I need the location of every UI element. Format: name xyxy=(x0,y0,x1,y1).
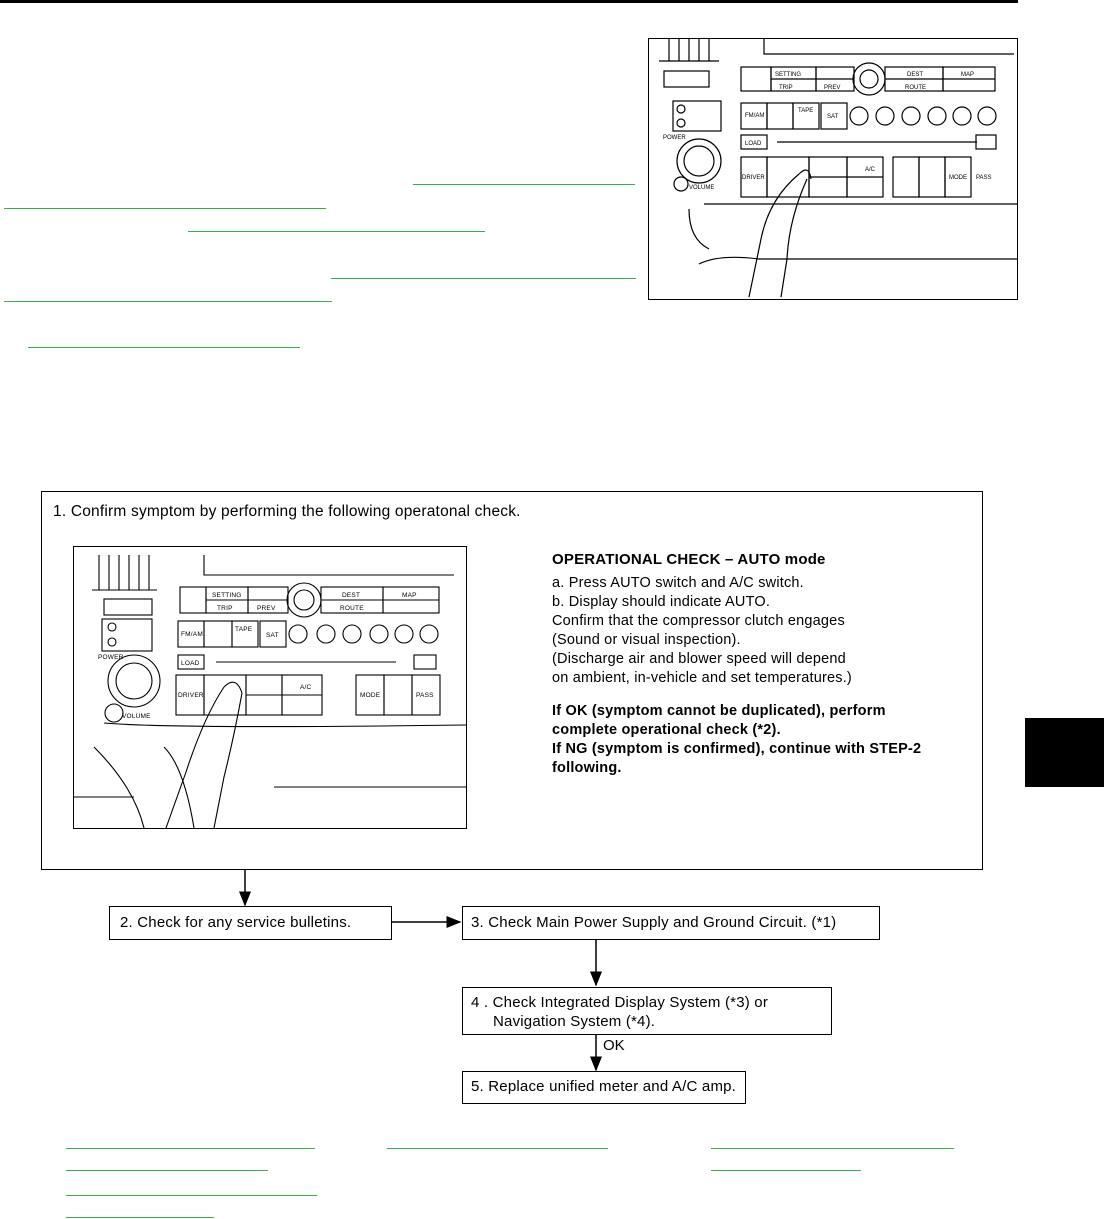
step1-panel-mode-label: MODE xyxy=(360,692,381,699)
panel-volume-label: VOLUME xyxy=(689,185,714,191)
panel-tape-label: TAPE xyxy=(798,108,813,114)
step1-panel-ac-label: A/C xyxy=(300,684,312,691)
panel-load-label: LOAD xyxy=(745,141,762,147)
op-line: a. Press AUTO switch and A/C switch. xyxy=(552,575,804,591)
op-result-line: If OK (symptom cannot be duplicated), pe… xyxy=(552,703,886,719)
panel-mode-label: MODE xyxy=(949,175,967,181)
panel-power-label: POWER xyxy=(663,135,686,141)
step-3-box: 3. Check Main Power Supply and Ground Ci… xyxy=(462,906,880,940)
step1-panel-pass-label: PASS xyxy=(416,692,434,699)
control-panel-illustration-top: SETTING TRIP PREV DEST ROUTE MAP FM/AM T… xyxy=(648,38,1018,300)
op-line: (Sound or visual inspection). xyxy=(552,632,741,648)
ok-label: OK xyxy=(603,1037,625,1054)
panel-trip-label: TRIP xyxy=(779,85,793,91)
step1-panel-map-label: MAP xyxy=(402,592,417,599)
step-1-heading: 1. Confirm symptom by performing the fol… xyxy=(53,503,521,520)
step1-panel-prev-label: PREV xyxy=(257,605,276,612)
panel-fmam-label: FM/AM xyxy=(745,113,764,119)
step-4-line2: Navigation System (*4). xyxy=(493,1013,656,1030)
step-4-line1: 4 . Check Integrated Display System (*3)… xyxy=(471,994,769,1011)
step1-panel-trip-label: TRIP xyxy=(217,605,233,612)
link-9[interactable] xyxy=(711,1148,954,1149)
link-12[interactable] xyxy=(66,1195,317,1196)
step1-panel-sat-label: SAT xyxy=(266,632,279,639)
link-10[interactable] xyxy=(66,1170,268,1171)
link-13[interactable] xyxy=(66,1217,214,1218)
operational-check-text: OPERATIONAL CHECK – AUTO mode a. Press A… xyxy=(552,550,972,778)
step-1-box: 1. Confirm symptom by performing the fol… xyxy=(41,491,983,870)
link-1[interactable] xyxy=(413,184,635,185)
panel-dest-label: DEST xyxy=(907,72,923,78)
op-line: Confirm that the compressor clutch engag… xyxy=(552,613,845,629)
op-line: (Discharge air and blower speed will dep… xyxy=(552,651,846,667)
step-5-label: 5. Replace unified meter and A/C amp. xyxy=(471,1078,737,1095)
op-line: on ambient, in-vehicle and set temperatu… xyxy=(552,670,852,686)
step-5-box: 5. Replace unified meter and A/C amp. xyxy=(462,1071,746,1104)
panel-sat-label: SAT xyxy=(827,114,839,120)
link-3[interactable] xyxy=(188,231,485,232)
op-line: b. Display should indicate AUTO. xyxy=(552,594,771,610)
step-3-label: 3. Check Main Power Supply and Ground Ci… xyxy=(471,914,837,931)
link-7[interactable] xyxy=(66,1148,315,1149)
panel-prev-label: PREV xyxy=(824,85,840,91)
op-result-line: following. xyxy=(552,760,622,776)
link-8[interactable] xyxy=(387,1148,608,1149)
op-result-line: If NG (symptom is confirmed), continue w… xyxy=(552,741,922,757)
control-panel-illustration-step1: SETTING TRIP PREV DEST ROUTE MAP FM/AM T… xyxy=(73,546,467,829)
panel-route-label: ROUTE xyxy=(905,85,926,91)
link-6[interactable] xyxy=(28,347,300,348)
step1-panel-route-label: ROUTE xyxy=(340,605,364,612)
header-rule xyxy=(0,0,1018,3)
section-index-tab xyxy=(1025,718,1104,787)
panel-ac-label: A/C xyxy=(865,167,876,173)
step1-panel-load-label: LOAD xyxy=(181,660,200,667)
control-panel-drawing: SETTING TRIP PREV DEST ROUTE MAP FM/AM T… xyxy=(659,39,1017,298)
step-2-label: 2. Check for any service bulletins. xyxy=(120,914,352,931)
step1-panel-driver-label: DRIVER xyxy=(178,692,204,699)
step1-panel-tape-label: TAPE xyxy=(235,626,253,633)
step-2-box: 2. Check for any service bulletins. xyxy=(109,906,392,940)
link-4[interactable] xyxy=(331,278,636,279)
control-panel-drawing-step1: SETTING TRIP PREV DEST ROUTE MAP FM/AM T… xyxy=(74,555,466,828)
step1-panel-power-label: POWER xyxy=(98,654,124,661)
link-2[interactable] xyxy=(4,208,326,209)
step-4-box: 4 . Check Integrated Display System (*3)… xyxy=(462,987,832,1035)
panel-pass-label: PASS xyxy=(976,175,992,181)
step1-panel-setting-label: SETTING xyxy=(212,592,242,599)
link-5[interactable] xyxy=(4,301,332,302)
panel-map-label: MAP xyxy=(961,72,974,78)
step1-panel-dest-label: DEST xyxy=(342,592,360,599)
op-result-line: complete operational check (*2). xyxy=(552,722,781,738)
panel-setting-label: SETTING xyxy=(775,72,801,78)
step1-panel-fmam-label: FM/AM xyxy=(181,631,203,638)
step1-panel-volume-label: VOLUME xyxy=(122,713,151,720)
panel-driver-label: DRIVER xyxy=(742,175,765,181)
link-11[interactable] xyxy=(711,1170,861,1171)
operational-check-title: OPERATIONAL CHECK – AUTO mode xyxy=(552,551,826,568)
